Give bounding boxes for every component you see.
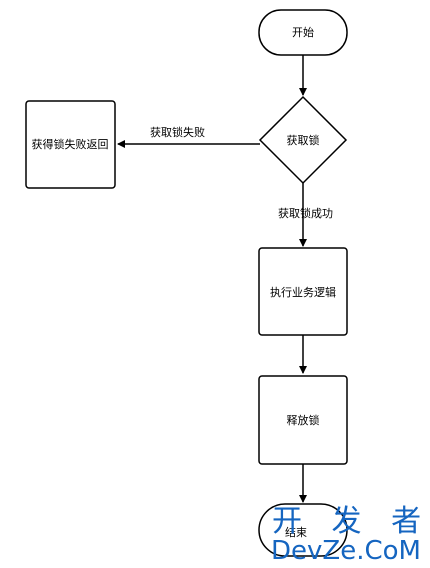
release-lock-label: 释放锁 <box>287 413 320 427</box>
start-label: 开始 <box>292 25 314 39</box>
acquire-lock-label: 获取锁 <box>287 133 320 147</box>
execute-label: 执行业务逻辑 <box>270 285 336 299</box>
edge-success-label: 获取锁成功 <box>278 206 333 220</box>
end-node: 结束 <box>258 503 348 557</box>
fail-return-node: 获得锁失败返回 <box>25 100 116 189</box>
acquire-lock-decision: 获取锁 <box>258 95 348 185</box>
release-lock-node: 释放锁 <box>258 375 348 465</box>
end-label: 结束 <box>285 526 307 539</box>
execute-business-logic-node: 执行业务逻辑 <box>258 247 348 336</box>
watermark-line2: DevZe.CoM <box>271 536 421 566</box>
fail-return-label: 获得锁失败返回 <box>32 137 109 151</box>
start-node: 开始 <box>258 9 348 56</box>
watermark-logo: 开 发 者 DevZe.CoM <box>271 504 430 566</box>
edge-fail-label: 获取锁失败 <box>150 125 205 139</box>
watermark-line1: 开 发 者 <box>272 504 430 539</box>
